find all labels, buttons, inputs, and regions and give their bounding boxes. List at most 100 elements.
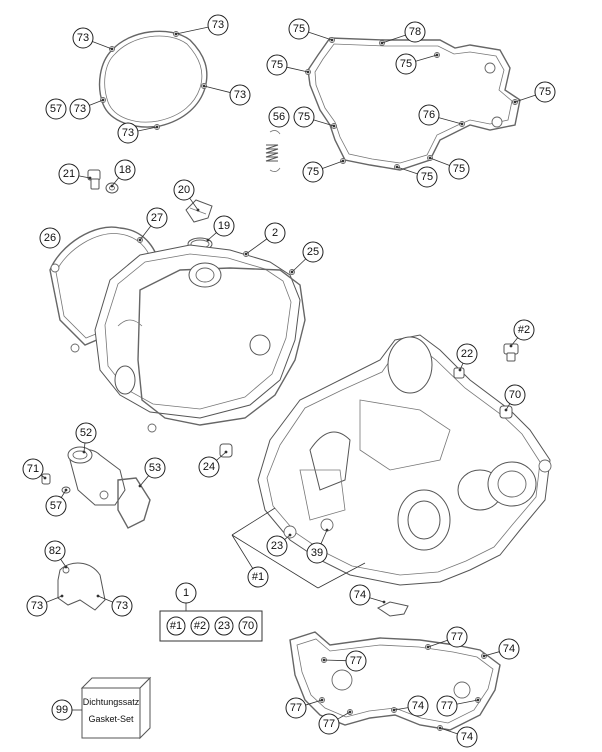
callout-c1[interactable]: 1 bbox=[175, 582, 197, 604]
callout-c57b[interactable]: 57 bbox=[45, 495, 67, 517]
leader-dot-c73c bbox=[202, 84, 206, 88]
callout-c77c[interactable]: 77 bbox=[285, 697, 307, 719]
callout-c74a[interactable]: 74 bbox=[349, 584, 371, 606]
callout-c75h[interactable]: 75 bbox=[448, 158, 470, 180]
callout-c19[interactable]: 19 bbox=[213, 215, 235, 237]
leader-dot-c2 bbox=[244, 252, 248, 256]
ignition-cover-gasket bbox=[98, 30, 208, 130]
callout-circle bbox=[207, 14, 229, 36]
callout-c73e[interactable]: 73 bbox=[117, 122, 139, 144]
callout-c75g[interactable]: 75 bbox=[416, 166, 438, 188]
svg-text:#2: #2 bbox=[194, 620, 206, 632]
callout-c71[interactable]: 71 bbox=[22, 458, 44, 480]
callout-c75d[interactable]: 75 bbox=[534, 81, 556, 103]
callout-circle bbox=[213, 215, 235, 237]
callout-c52[interactable]: 52 bbox=[75, 422, 97, 444]
callout-c74c[interactable]: 74 bbox=[407, 695, 429, 717]
leader-line-c53 bbox=[139, 475, 149, 487]
callout-c73c[interactable]: 73 bbox=[229, 84, 251, 106]
callout-c20[interactable]: 20 bbox=[173, 179, 195, 201]
callout-label: 22 bbox=[461, 348, 473, 360]
callout-c24[interactable]: 24 bbox=[198, 456, 220, 478]
callout-label: 52 bbox=[80, 427, 92, 439]
callout-c39[interactable]: 39 bbox=[306, 542, 328, 564]
callout-label: 99 bbox=[56, 704, 68, 716]
callout-c26[interactable]: 26 bbox=[39, 227, 61, 249]
callout-c73d[interactable]: 73 bbox=[69, 98, 91, 120]
callout-c74b[interactable]: 74 bbox=[498, 638, 520, 660]
kit-item-70[interactable]: 70 bbox=[238, 616, 258, 636]
callout-c75b[interactable]: 75 bbox=[266, 54, 288, 76]
callout-circle bbox=[407, 695, 429, 717]
leader-line-c39 bbox=[320, 529, 328, 544]
leader-dot-c73g bbox=[96, 594, 100, 598]
callout-label: 39 bbox=[311, 547, 323, 559]
callout-c73f[interactable]: 73 bbox=[26, 595, 48, 617]
leader-dot-c25 bbox=[290, 270, 294, 274]
callout-c75e[interactable]: 75 bbox=[293, 106, 315, 128]
callout-c73g[interactable]: 73 bbox=[111, 595, 133, 617]
callout-circle bbox=[264, 222, 286, 244]
callout-c82[interactable]: 82 bbox=[44, 540, 66, 562]
callout-label: 71 bbox=[27, 463, 39, 475]
callout-c73a[interactable]: 73 bbox=[72, 27, 94, 49]
callout-c21[interactable]: 21 bbox=[58, 163, 80, 185]
leader-dot-c70 bbox=[504, 408, 508, 412]
leader-dot-c76 bbox=[460, 122, 464, 126]
kit-item-23[interactable]: 23 bbox=[214, 616, 234, 636]
kit-item-1[interactable]: #1 bbox=[166, 616, 186, 636]
callout-c75a[interactable]: 75 bbox=[288, 18, 310, 40]
leader-dot-c71 bbox=[43, 476, 47, 480]
callout-c57a[interactable]: 57 bbox=[45, 98, 67, 120]
leader-line-c73b bbox=[175, 26, 209, 35]
callout-c23[interactable]: 23 bbox=[266, 535, 288, 557]
callout-c18[interactable]: 18 bbox=[114, 159, 136, 181]
callout-c27[interactable]: 27 bbox=[146, 207, 168, 229]
leader-dot-c82 bbox=[64, 565, 68, 569]
callout-label: 23 bbox=[271, 540, 283, 552]
callout-label: 77 bbox=[451, 631, 463, 643]
callout-circle bbox=[404, 21, 426, 43]
callout-circle bbox=[349, 584, 371, 606]
callout-c73b[interactable]: 73 bbox=[207, 14, 229, 36]
callout-c77d[interactable]: 77 bbox=[436, 695, 458, 717]
callout-label: 1 bbox=[183, 587, 189, 599]
callout-c76[interactable]: 76 bbox=[418, 104, 440, 126]
callout-circle bbox=[111, 595, 133, 617]
callout-c75f[interactable]: 75 bbox=[302, 161, 324, 183]
leader-line-c24 bbox=[216, 451, 227, 461]
callout-c77b[interactable]: 77 bbox=[345, 650, 367, 672]
callout-c99[interactable]: 99 bbox=[51, 699, 73, 721]
water-pump-cover-part bbox=[41, 446, 151, 529]
kit-item-2[interactable]: #2 bbox=[190, 616, 210, 636]
leader-dot-c2b bbox=[509, 344, 513, 348]
callout-c77e[interactable]: 77 bbox=[318, 713, 340, 735]
callout-circle bbox=[45, 495, 67, 517]
drain-plug-part bbox=[87, 169, 119, 194]
callout-c74d[interactable]: 74 bbox=[456, 726, 478, 748]
leader-line-c18 bbox=[111, 177, 120, 187]
leader-line-c75f bbox=[322, 160, 344, 169]
callout-c77a[interactable]: 77 bbox=[446, 626, 468, 648]
callout-c53[interactable]: 53 bbox=[144, 457, 166, 479]
callout-c78[interactable]: 78 bbox=[404, 21, 426, 43]
callout-label: 77 bbox=[350, 655, 362, 667]
leader-dot-c73a bbox=[110, 47, 114, 51]
callout-c75c[interactable]: 75 bbox=[395, 53, 417, 75]
callout-c25[interactable]: 25 bbox=[302, 241, 324, 263]
callout-circle bbox=[418, 104, 440, 126]
callout-c56[interactable]: 56 bbox=[268, 106, 290, 128]
callout-c22[interactable]: 22 bbox=[456, 343, 478, 365]
callout-circle bbox=[285, 697, 307, 719]
callout-circle bbox=[26, 595, 48, 617]
callout-c2b[interactable]: #2 bbox=[513, 319, 535, 341]
callout-label: 27 bbox=[151, 212, 163, 224]
leader-line-c21 bbox=[78, 175, 91, 179]
callout-c70[interactable]: 70 bbox=[504, 384, 526, 406]
callout-circle bbox=[448, 158, 470, 180]
callout-c2[interactable]: 2 bbox=[264, 222, 286, 244]
callout-circle bbox=[198, 456, 220, 478]
callout-c1a[interactable]: #1 bbox=[247, 566, 269, 588]
clutch-cover-part bbox=[49, 226, 306, 433]
